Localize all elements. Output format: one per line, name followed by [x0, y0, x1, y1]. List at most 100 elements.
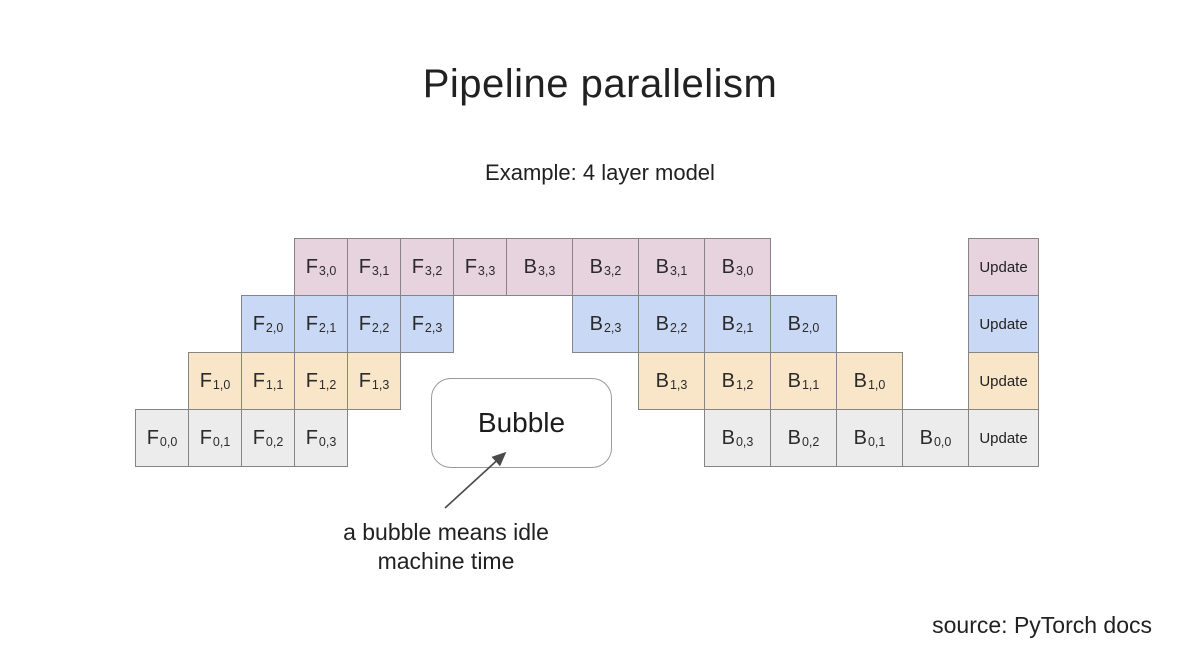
page-title: Pipeline parallelism: [422, 62, 778, 106]
bubble-annotation-line-1: a bubble means idle: [343, 519, 549, 545]
cell-letter: B: [919, 427, 933, 449]
source-credit: source: PyTorch docs: [932, 612, 1152, 638]
cell-subscript: 0,3: [735, 434, 754, 449]
cell-subscript: 1,2: [735, 377, 754, 392]
cell-subscript: 3,2: [603, 263, 622, 278]
bubble-arrow-icon: [444, 451, 507, 509]
cell-subscript: 3,3: [537, 263, 556, 278]
cell-letter: F: [358, 313, 371, 335]
cell-subscript: 0,0: [159, 434, 178, 449]
cell-letter: B: [721, 370, 735, 392]
cell-letter: F: [146, 427, 159, 449]
cell-letter: B: [589, 313, 603, 335]
cell-letter: B: [787, 427, 801, 449]
cell-subscript: 2,3: [424, 320, 443, 335]
cell-letter: F: [199, 427, 212, 449]
cell-subscript: 1,0: [867, 377, 886, 392]
cell-subscript: 3,1: [669, 263, 688, 278]
cell-letter: B: [787, 370, 801, 392]
cell-subscript: 1,0: [212, 377, 231, 392]
cell-letter: F: [305, 313, 318, 335]
cell-subscript: 3,0: [318, 263, 337, 278]
cell-subscript: 3,1: [371, 263, 390, 278]
update-cell-device-3: Update: [968, 238, 1039, 296]
cell-subscript: 3,0: [735, 263, 754, 278]
cell-subscript: 0,3: [318, 434, 337, 449]
cell-subscript: 2,0: [801, 320, 820, 335]
cell-subscript: 1,1: [265, 377, 284, 392]
cell-subscript: 1,3: [669, 377, 688, 392]
cell-letter: B: [787, 313, 801, 335]
bubble-label: Bubble: [477, 407, 566, 438]
cell-letter: F: [199, 370, 212, 392]
cell-subscript: 0,0: [933, 434, 952, 449]
cell-subscript: 2,3: [603, 320, 622, 335]
cell-letter: F: [411, 256, 424, 278]
cell-letter: B: [655, 256, 669, 278]
cell-letter: F: [305, 256, 318, 278]
cell-subscript: 0,2: [801, 434, 820, 449]
cell-letter: F: [252, 313, 265, 335]
cell-subscript: 2,2: [371, 320, 390, 335]
cell-subscript: 3,2: [424, 263, 443, 278]
cell-subscript: 0,2: [265, 434, 284, 449]
cell-letter: F: [252, 427, 265, 449]
cell-letter: F: [411, 313, 424, 335]
cell-subscript: 0,1: [212, 434, 231, 449]
cell-subscript: 3,3: [477, 263, 496, 278]
bubble-box: Bubble: [431, 378, 612, 468]
cell-letter: B: [721, 313, 735, 335]
cell-letter: B: [589, 256, 603, 278]
cell-subscript: 2,0: [265, 320, 284, 335]
cell-letter: B: [853, 370, 867, 392]
cell-subscript: 1,2: [318, 377, 337, 392]
cell-letter: F: [464, 256, 477, 278]
bubble-annotation-line-2: machine time: [377, 548, 515, 574]
cell-letter: B: [655, 313, 669, 335]
cell-letter: F: [252, 370, 265, 392]
bubble-annotation: a bubble means idle machine time: [306, 518, 586, 576]
cell-subscript: 2,1: [318, 320, 337, 335]
cell-subscript: 2,1: [735, 320, 754, 335]
cell-letter: B: [655, 370, 669, 392]
cell-letter: B: [523, 256, 537, 278]
cell-subscript: 0,1: [867, 434, 886, 449]
cell-letter: F: [358, 370, 371, 392]
cell-letter: F: [358, 256, 371, 278]
cell-subscript: 1,1: [801, 377, 820, 392]
cell-subscript: 2,2: [669, 320, 688, 335]
cell-letter: F: [305, 427, 318, 449]
page-subtitle: Example: 4 layer model: [485, 160, 715, 185]
